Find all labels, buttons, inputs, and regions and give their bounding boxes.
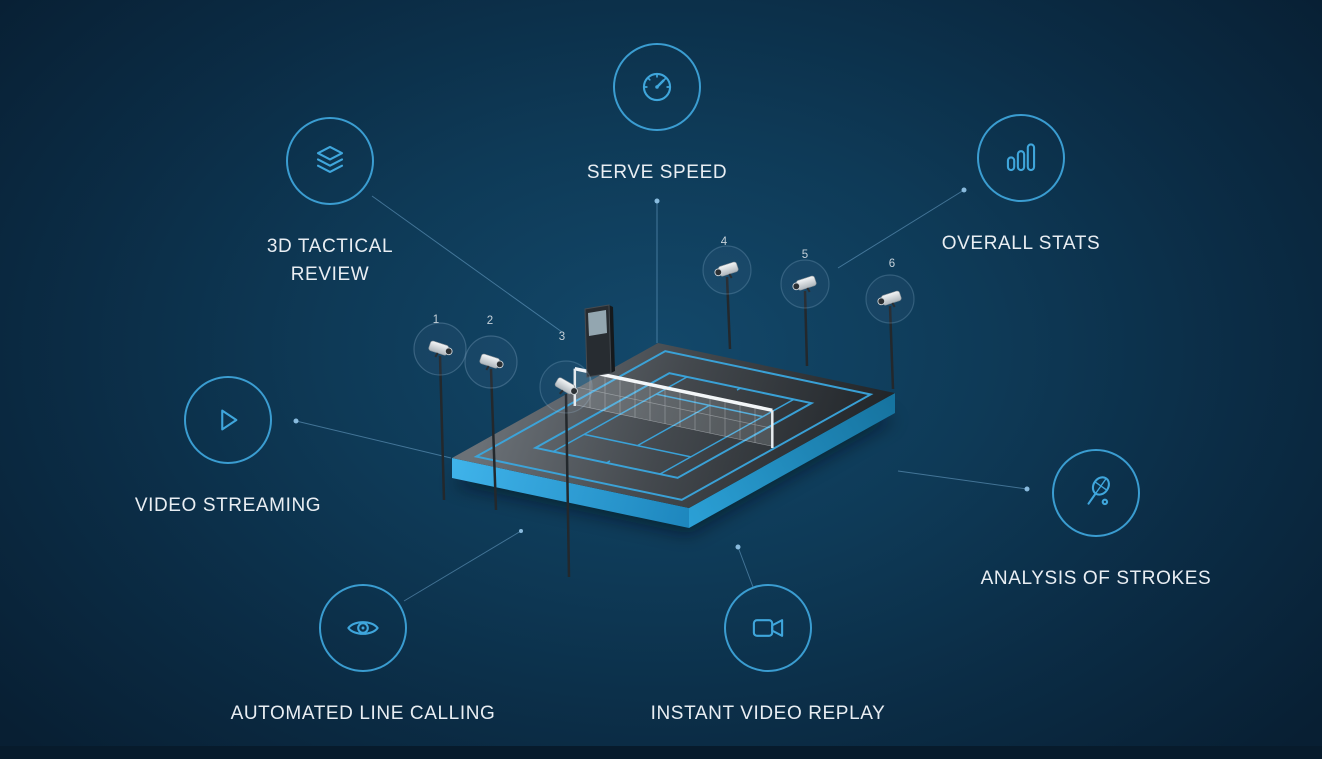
tennis-net [573,366,774,448]
camera-3: 3 [539,331,593,578]
feature-video-streaming: VIDEO STREAMING [68,376,388,520]
camera-4: 4 [702,236,752,350]
camera-body-icon [479,353,504,371]
feature-3d-tactical-review: 3D TACTICAL REVIEW [230,117,430,289]
feature-label: VIDEO STREAMING [134,495,322,516]
camera-number: 2 [487,315,493,327]
layers-icon [286,117,374,205]
connector-dots [293,187,1030,550]
feature-instant-video-replay: INSTANT VIDEO REPLAY [558,584,978,728]
feature-analysis-of-strokes: ANALYSIS OF STROKES [916,449,1276,593]
feature-serve-speed: SERVE SPEED [497,43,817,187]
kiosk-display [584,304,615,378]
connector-instant-video-replay [737,546,754,588]
camera-number: 1 [433,314,439,326]
feature-label: OVERALL STATS [941,233,1101,254]
camera-number: 3 [559,331,565,343]
video-camera-icon [724,584,812,672]
tennis-court [452,304,895,534]
court-side-right [689,393,895,528]
connector-automated-line-calling [403,530,522,602]
camera-pole [438,355,446,501]
court-side-left [452,458,689,528]
feature-label: SERVE SPEED [586,162,728,183]
net-mesh-lines [574,371,773,443]
feature-label: AUTOMATED LINE CALLING [230,703,496,724]
feature-overall-stats: OVERALL STATS [861,114,1181,258]
connector-dot [293,418,299,424]
eye-icon [319,584,407,672]
camera-pole [803,290,809,367]
bottom-strip [0,746,1322,759]
court-lines [476,351,870,500]
connector-dot [1024,486,1030,492]
connector-lines [295,189,1028,602]
camera-body-icon [792,275,817,293]
connector-dot [654,198,660,204]
camera-6: 6 [865,258,915,390]
camera-pole [564,393,571,578]
net-top-band [574,366,773,413]
camera-pole [888,305,895,390]
camera-2: 2 [464,315,518,511]
connector-analysis-of-strokes [897,470,1028,490]
feature-label: ANALYSIS OF STROKES [980,568,1212,589]
camera-number: 6 [889,258,895,270]
kiosk-screen [588,310,607,336]
camera-pole [489,368,498,511]
connector-3d-tactical-review [371,195,563,333]
tennis-racket-icon [1052,449,1140,537]
camera-body-icon [428,340,453,358]
speedometer-icon [613,43,701,131]
camera-1: 1 [413,314,467,501]
connector-dot [519,529,523,533]
camera-number: 4 [721,236,728,248]
bar-chart-icon [977,114,1065,202]
feature-label: 3D TACTICAL REVIEW [266,236,394,285]
cameras: 1 2 3 [413,236,915,578]
connector-dot [735,544,741,550]
connector-overall-stats [837,189,965,269]
feature-label: INSTANT VIDEO REPLAY [650,703,886,724]
camera-body-icon [554,377,578,395]
camera-body-icon [714,261,739,279]
connector-video-streaming [295,420,452,459]
camera-number: 5 [802,249,808,261]
camera-body-icon [877,290,902,308]
camera-pole [725,276,732,350]
connector-dot [961,187,967,193]
feature-automated-line-calling: AUTOMATED LINE CALLING [153,584,573,728]
play-icon [184,376,272,464]
camera-5: 5 [780,249,830,367]
